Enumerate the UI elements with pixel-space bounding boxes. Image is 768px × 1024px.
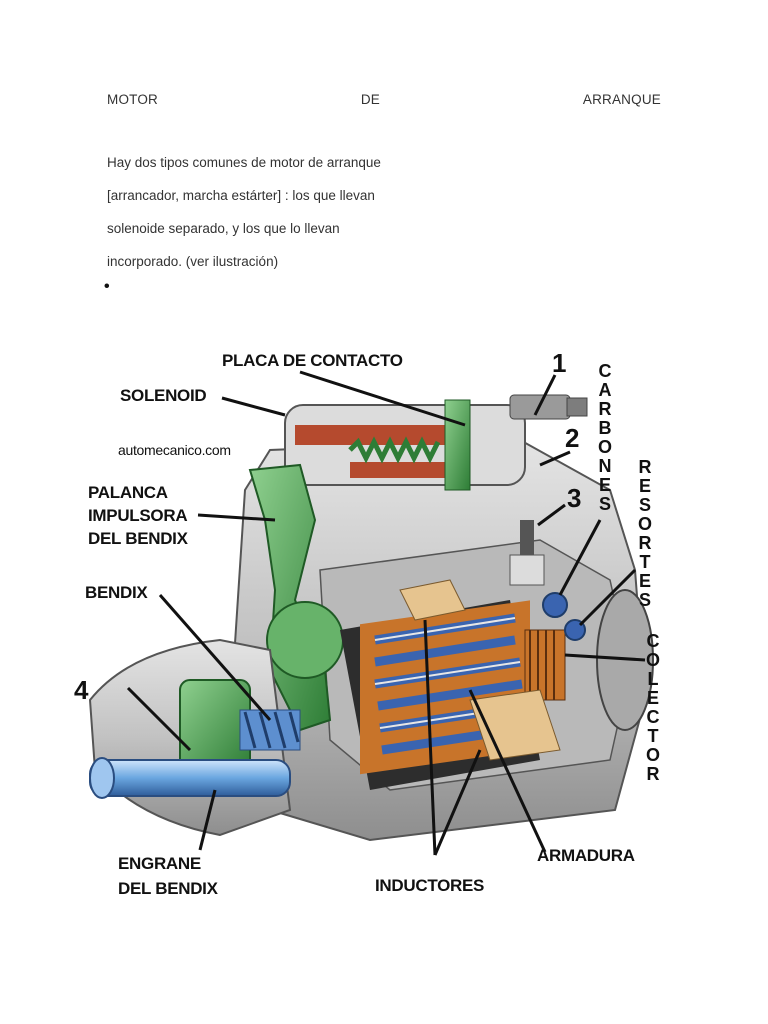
title-word-1: MOTOR — [107, 92, 158, 107]
label-solenoid: SOLENOID — [120, 386, 207, 405]
intro-paragraph: Hay dos tipos comunes de motor de arranq… — [107, 146, 527, 278]
starter-motor-illustration — [88, 370, 654, 856]
brush-spring — [542, 592, 568, 618]
drive-shaft — [89, 759, 291, 797]
callout-number-3: 3 — [567, 483, 582, 513]
label-palanca: PALANCA — [88, 483, 168, 502]
label-engrane-del-bendix: DEL BENDIX — [118, 879, 218, 898]
paragraph-line: Hay dos tipos comunes de motor de arranq… — [107, 155, 381, 170]
callout-number-4: 4 — [74, 675, 89, 705]
callout-number-2: 2 — [565, 423, 580, 453]
label-carbones: CARBONES — [597, 361, 612, 514]
solenoid-coil — [350, 462, 460, 478]
label-colector: COLECTOR — [645, 631, 660, 784]
callout-number-1: 1 — [552, 348, 567, 378]
paragraph-line: solenoide separado, y los que lo llevan — [107, 221, 340, 236]
label-inductores: INDUCTORES — [375, 876, 485, 895]
title-word-2: DE — [360, 92, 381, 107]
watermark-text: automecanico.com — [118, 442, 231, 458]
label-impulsora: IMPULSORA — [88, 506, 188, 525]
label-armadura: ARMADURA — [537, 846, 635, 865]
label-bendix: BENDIX — [85, 583, 148, 602]
solenoid-spring — [348, 436, 441, 464]
field-coil — [469, 689, 561, 761]
paragraph-line: incorporado. (ver ilustración) — [107, 254, 279, 269]
empty-bullet: • — [104, 278, 110, 295]
paragraph-line: [arrancador, marcha estárter] : los que … — [107, 188, 375, 203]
title-word-3: ARRANQUE — [582, 92, 661, 107]
document-title: MOTOR DE ARRANQUE — [107, 92, 661, 107]
label-placa-de-contacto: PLACA DE CONTACTO — [222, 351, 403, 370]
contact-plate — [444, 399, 471, 491]
label-resortes: RESORTES — [637, 457, 652, 610]
field-coil — [399, 579, 466, 621]
leader-lines — [126, 370, 646, 856]
label-engrane: ENGRANE — [118, 854, 201, 873]
starter-motor-figure: PLACA DE CONTACTO SOLENOID automecanico.… — [70, 340, 670, 910]
label-del-bendix: DEL BENDIX — [88, 529, 188, 548]
